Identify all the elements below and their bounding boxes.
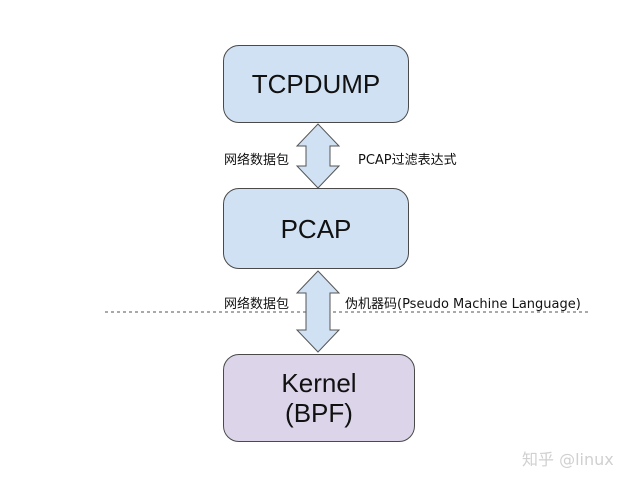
edge-label-network-packets-lower: 网络数据包 <box>224 297 290 312</box>
tcpdump-node: TCPDUMP <box>223 45 409 123</box>
tcpdump-node-label: TCPDUMP <box>251 69 381 99</box>
bidirectional-arrow-pcap-kernel <box>295 270 341 353</box>
kernel-bpf-node: Kernel (BPF) <box>223 354 415 442</box>
edge-label-pcap-filter-expression: PCAP过滤表达式 <box>358 153 457 168</box>
edge-label-pseudo-machine-language: 伪机器码(Pseudo Machine Language) <box>345 297 581 312</box>
bidirectional-arrow-tcpdump-pcap <box>295 123 341 189</box>
bpf-node-label: (BPF) <box>285 398 353 428</box>
pcap-node: PCAP <box>223 188 409 269</box>
kernel-node-label: Kernel <box>281 368 357 398</box>
watermark: 知乎 @linux <box>522 450 614 469</box>
pcap-node-label: PCAP <box>280 213 352 244</box>
edge-label-network-packets-upper: 网络数据包 <box>224 153 290 168</box>
